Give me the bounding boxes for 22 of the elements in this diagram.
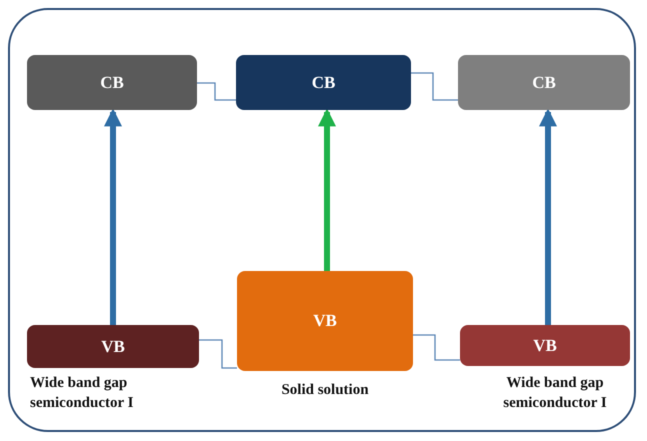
band-box xyxy=(27,325,199,368)
band-label: CB xyxy=(312,72,336,92)
connector-line xyxy=(197,82,236,101)
arrow xyxy=(318,108,336,271)
material-label: Solid solution xyxy=(280,381,370,400)
band-label: VB xyxy=(533,336,557,356)
connector-line xyxy=(411,72,458,101)
connector-line xyxy=(413,334,460,361)
band-box xyxy=(458,55,630,110)
band-box xyxy=(460,325,630,366)
connector-line xyxy=(199,339,237,369)
arrow xyxy=(539,108,557,325)
band-box xyxy=(237,271,413,371)
arrow xyxy=(104,108,122,325)
material-label: Wide band gap semiconductor I xyxy=(502,374,608,412)
band-box xyxy=(27,55,197,110)
band-label: CB xyxy=(100,72,124,92)
band-label: VB xyxy=(101,336,125,356)
material-label: Wide band gap semiconductor I xyxy=(30,374,134,412)
band-label: CB xyxy=(532,72,556,92)
band-label: VB xyxy=(313,311,337,331)
band-box xyxy=(236,55,411,110)
